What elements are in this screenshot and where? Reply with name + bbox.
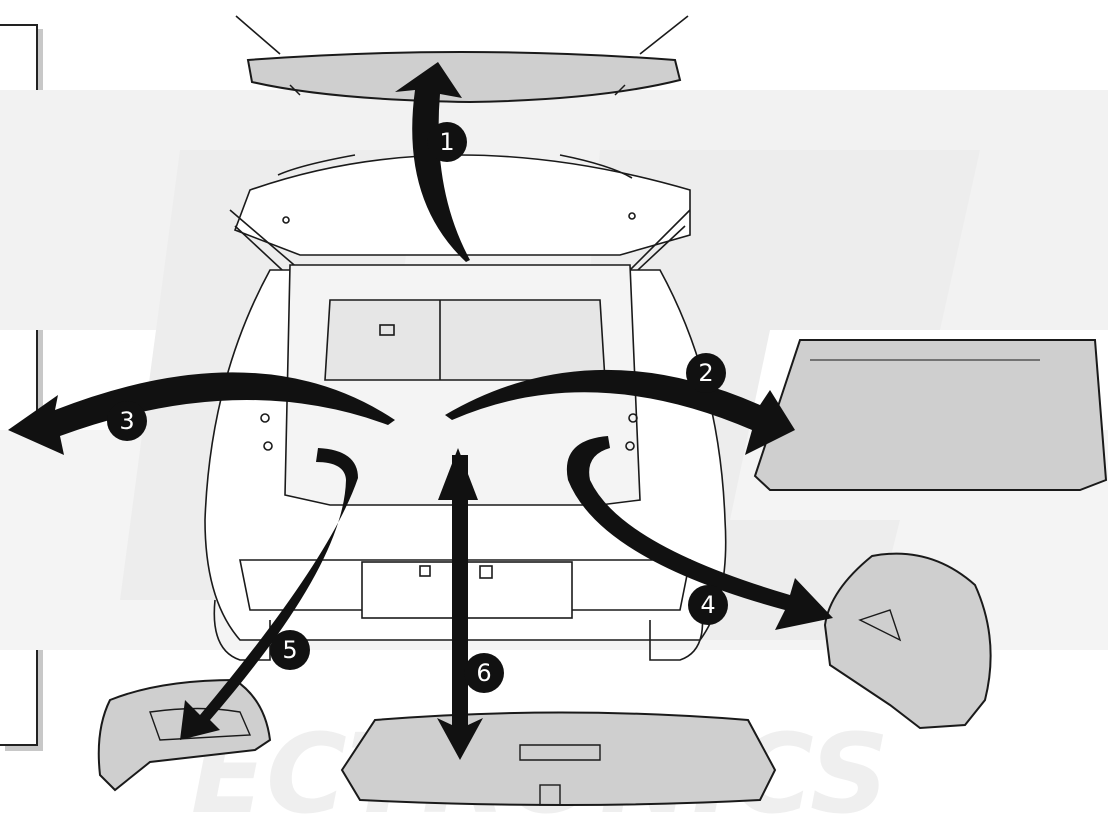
rear-door-scuff-plate (342, 713, 775, 806)
step-number-5: 5 (282, 636, 297, 664)
step-number-1: 1 (439, 128, 454, 156)
step-number-4: 4 (700, 591, 715, 619)
step-badge-2: 2 (686, 353, 726, 393)
step-number-3: 3 (119, 407, 134, 435)
step-badge-6: 6 (464, 653, 504, 693)
step-badge-4: 4 (688, 585, 728, 625)
step-number-6: 6 (476, 659, 491, 687)
step-badge-1: 1 (427, 122, 467, 162)
tonneau-cover (236, 16, 688, 102)
step-badge-5: 5 (270, 630, 310, 670)
step-badge-3: 3 (107, 401, 147, 441)
right-side-trim (825, 554, 991, 728)
luggage-board (755, 340, 1106, 490)
step-number-2: 2 (698, 359, 713, 387)
